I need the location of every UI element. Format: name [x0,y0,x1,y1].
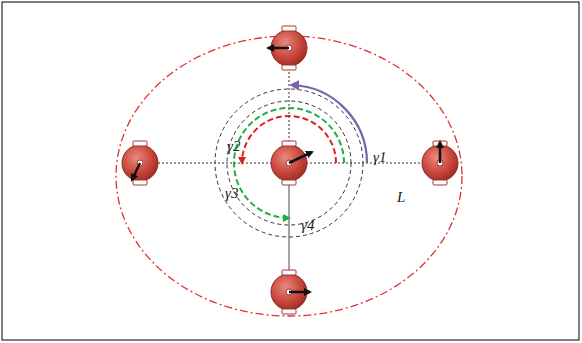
angle-label: γ4 [300,218,315,233]
angle-label: γ1 [372,150,387,165]
frame [2,2,579,340]
angle-label: γ2 [226,139,241,154]
formation-circle [116,36,462,316]
angle-label: γ3 [224,186,239,201]
distance-label: L [396,190,406,205]
